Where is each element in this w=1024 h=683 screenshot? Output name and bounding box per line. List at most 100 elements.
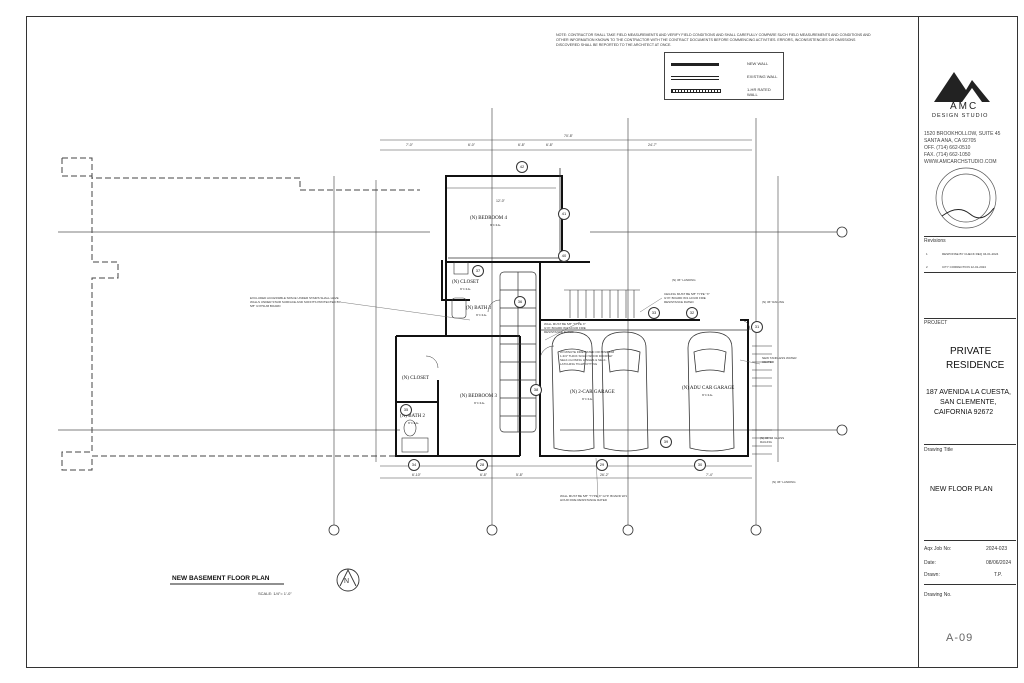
dimension-top: 6'-8" <box>546 143 553 147</box>
drawing-title-label: Drawing Title <box>924 447 953 453</box>
grid-bubbles <box>328 226 848 536</box>
date-label: Date: <box>924 560 936 566</box>
revision-mark: 2 <box>926 265 928 269</box>
firm-phone: OFF. (714) 662-0510 <box>924 145 971 151</box>
existing-house-outline <box>61 157 420 471</box>
detail-tag: 38 <box>530 384 542 396</box>
firm-address2: SANTA ANA, CA 92705 <box>924 138 977 144</box>
drawing-sheet-border <box>26 16 1018 668</box>
revision-mark: 1 <box>926 252 928 256</box>
drawn-label: Drawn: <box>924 572 940 578</box>
title-block-rule <box>924 236 1016 237</box>
detail-tag: 28 <box>476 459 488 471</box>
callout-door-rated: W/ MINUTE FIRE RATED OR MINIMUM 1-3/4" T… <box>560 350 615 366</box>
new-wall-swatch <box>671 63 719 66</box>
firm-subtitle: DESIGN STUDIO <box>932 113 989 119</box>
dimension-top: 7'-0" <box>406 143 413 147</box>
room-ceiling: 9' CLG. <box>460 287 472 291</box>
room-ceiling: 9' CLG. <box>408 421 420 425</box>
detail-tag: 42 <box>516 161 528 173</box>
general-note: NOTE: CONTRACTOR SHALL TAKE FIELD MEASUR… <box>556 33 871 47</box>
dimension-bottom: 6'-10" <box>412 473 421 477</box>
detail-tag: 30 <box>694 459 706 471</box>
title-block-rule <box>924 318 1016 319</box>
dimension-bottom: 7'-4" <box>706 473 713 477</box>
room-ceiling: 9' CLG. <box>582 397 594 401</box>
detail-tag: 37 <box>472 265 484 277</box>
room-label-adu-garage: (N) ADU CAR GARAGE <box>682 386 735 391</box>
legend-label: NEW WALL <box>747 61 769 66</box>
north-arrow-icon: N <box>336 568 360 592</box>
firm-name: AMC <box>950 101 979 112</box>
side-stairs <box>752 345 772 455</box>
date-value: 08/06/2024 <box>986 560 1012 566</box>
legend-row-new-wall: NEW WALL <box>671 59 779 71</box>
plan-title: NEW BASEMENT FLOOR PLAN <box>172 575 270 582</box>
project-label: PROJECT <box>924 320 948 326</box>
job-no-value: 2024-023 <box>986 546 1008 552</box>
legend-label: 1-HR RATED WALL <box>747 87 771 97</box>
detail-tag: 40 <box>558 250 570 262</box>
room-label-closet-2: (N) CLOSET <box>402 376 430 381</box>
firm-address1: 1520 BROOKHOLLOW, SUITE 45 <box>924 131 1001 137</box>
room-ceiling: 9' CLG. <box>702 393 714 397</box>
grid-lines <box>58 108 838 530</box>
dimension-bedroom4: 12'-0" <box>496 199 505 203</box>
title-block-rule <box>924 272 1016 273</box>
dimension-overall: 70'-8" <box>564 134 573 138</box>
project-name-line2: RESIDENCE <box>946 360 1005 371</box>
room-ceiling: 9' CLG. <box>474 401 486 405</box>
detail-tag: 33 <box>648 307 660 319</box>
drawing-title: NEW FLOOR PLAN <box>930 486 993 493</box>
plan-scale: SCALE: 1/4"= 1'-0" <box>258 591 292 596</box>
architect-seal-icon <box>935 167 997 229</box>
detail-tag: 39 <box>660 436 672 448</box>
drawing-no-label: Drawing No. <box>924 592 952 598</box>
detail-tag: 41 <box>558 208 570 220</box>
room-label-bedroom4: (N) BEDROOM 4 <box>470 216 507 221</box>
svg-text:N: N <box>344 578 349 585</box>
bath-fixtures <box>401 261 469 453</box>
room-ceiling: 9' CLG. <box>490 223 502 227</box>
callout-landing: (N) 36" LANDING <box>672 278 696 282</box>
room-label-bedroom3: (N) BEDROOM 3 <box>460 394 497 399</box>
room-label-bath3: (N) BATH 3 <box>466 306 491 311</box>
legend-label: EXISTING WALL <box>747 74 778 79</box>
revision-text: CITY CORRECTION 12-01-2024 <box>942 265 986 269</box>
callout-wall-rated-2: WALL MUST BE 5/8" "TYPE X" GYP. BOARD W/… <box>560 494 628 502</box>
dimension-bottom: 6'-8" <box>480 473 487 477</box>
existing-wall-swatch <box>671 76 719 80</box>
amc-logo-icon <box>934 72 990 102</box>
callout-landing-2: (N) 36" LANDING <box>772 480 796 484</box>
revision-text: RESPONSE BY CHECK REQ 04-01-2024 <box>942 252 999 256</box>
project-address-line2: SAN CLEMENTE, <box>940 399 997 406</box>
dimension-top: 6'-0" <box>468 143 475 147</box>
callout-wall-rated: WALL MUST BE 5/8" "TYPE X" GYP. BOARD W/… <box>544 322 586 334</box>
project-address-line3: CAIFORNIA 92672 <box>934 409 994 416</box>
interior-walls <box>448 168 748 331</box>
door-swings <box>425 299 751 369</box>
callout-railing: (N) 36" RAILING <box>762 300 785 304</box>
detail-tag: 34 <box>408 459 420 471</box>
dimension-lines <box>375 139 779 479</box>
drawn-value: T.P. <box>994 572 1002 578</box>
project-name-line1: PRIVATE <box>950 346 992 357</box>
garage-cars <box>551 331 735 452</box>
firm-website: WWW.AMCARCHSTUDIO.COM <box>924 159 997 165</box>
sheet-number: A-09 <box>946 632 974 644</box>
title-block-rule <box>924 584 1016 585</box>
revisions-label: Revisions <box>924 238 946 244</box>
project-address-line1: 187 AVENIDA LA CUESTA, <box>926 389 1011 396</box>
room-ceiling: 9' CLG. <box>476 313 488 317</box>
detail-tag: 32 <box>686 307 698 319</box>
dimension-top: 24'-7" <box>648 143 657 147</box>
detail-tag: 29 <box>596 459 608 471</box>
callout-ceiling-rated: CEILING MUST BE 5/8" TYPE "X" GYP. BOARD… <box>664 292 710 304</box>
title-block-rule <box>924 444 1016 445</box>
title-block-divider <box>918 16 919 668</box>
callout-glass-railing: (N) 36" HI GLASS RAILING <box>760 436 785 444</box>
room-label-bath2: (N) BATH 2 <box>400 414 425 419</box>
detail-tag: 36 <box>514 296 526 308</box>
room-label-2car-garage: (N) 2-CAR GARAGE <box>570 390 615 395</box>
